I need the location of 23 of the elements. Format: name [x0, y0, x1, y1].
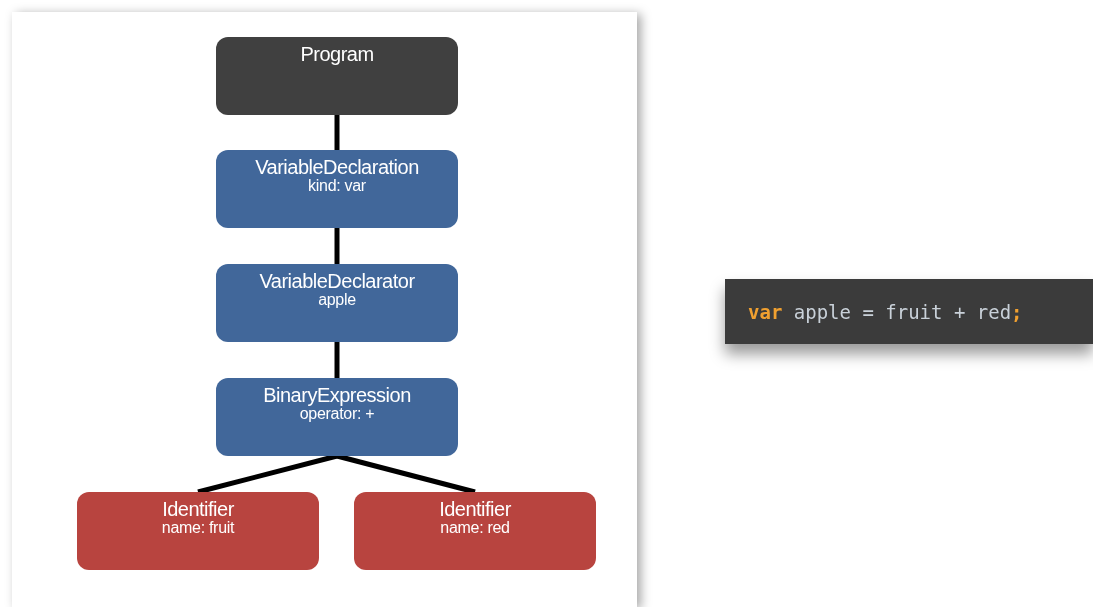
tree-node-box — [216, 150, 458, 228]
node-type: VariableDeclarator — [259, 270, 415, 292]
node-property: name: fruit — [161, 520, 235, 536]
node-property: apple — [318, 292, 356, 308]
tree-node-box — [216, 264, 458, 342]
node-property: kind: var — [308, 178, 366, 194]
node-type: BinaryExpression — [263, 384, 411, 406]
connector-line — [336, 453, 476, 495]
connector-line — [334, 228, 340, 264]
code-line: var apple = fruit + red; — [748, 300, 1023, 323]
node-type: Identifier — [162, 498, 234, 520]
node-property: operator: + — [299, 406, 375, 422]
node-property: name: red — [440, 520, 510, 536]
node-type: Program — [300, 43, 374, 65]
node-type: VariableDeclaration — [255, 156, 419, 178]
connector-line — [334, 342, 340, 378]
connector-line — [334, 115, 340, 150]
connector-line — [197, 453, 338, 495]
node-type: Identifier — [439, 498, 511, 520]
tree-node-box — [216, 37, 458, 115]
tree-node-box — [354, 492, 596, 570]
tree-node-box — [77, 492, 319, 570]
tree-node-box — [216, 378, 458, 456]
